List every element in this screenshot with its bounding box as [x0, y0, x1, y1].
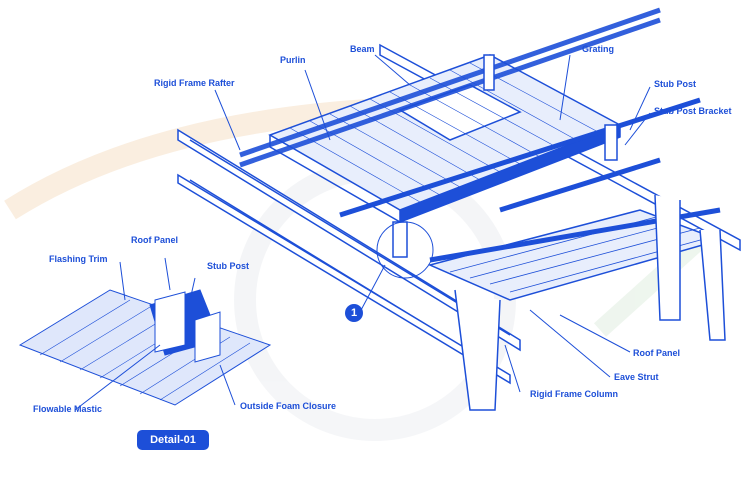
- label-flashing-trim: Flashing Trim: [49, 254, 108, 264]
- label-beam: Beam: [350, 44, 375, 54]
- label-stub-post-bracket: Stub Post Bracket: [654, 106, 732, 116]
- callout-number: 1: [345, 304, 363, 322]
- label-rigid-frame-column: Rigid Frame Column: [530, 389, 619, 399]
- label-rigid-frame-rafter: Rigid Frame Rafter: [154, 78, 235, 88]
- label-detail-stub-post: Stub Post: [207, 261, 249, 271]
- label-purlin: Purlin: [280, 55, 306, 65]
- grating-bars: [289, 62, 601, 203]
- label-stub-post: Stub Post: [654, 79, 696, 89]
- label-flowable-mastic: Flowable Mastic: [33, 404, 103, 414]
- detail-title-badge: Detail-01: [137, 430, 209, 450]
- rigid-frame-column: [454, 194, 726, 411]
- label-detail-roof-panel: Roof Panel: [131, 235, 179, 245]
- detail-01-drawing: [18, 257, 272, 411]
- label-outside-foam-closure: Outside Foam Closure: [240, 401, 337, 411]
- label-eave-strut: Eave Strut: [614, 372, 659, 382]
- rigid-frame-rafter: [177, 128, 521, 385]
- label-roof-panel: Roof Panel: [633, 348, 681, 358]
- label-grating: Grating: [582, 44, 615, 54]
